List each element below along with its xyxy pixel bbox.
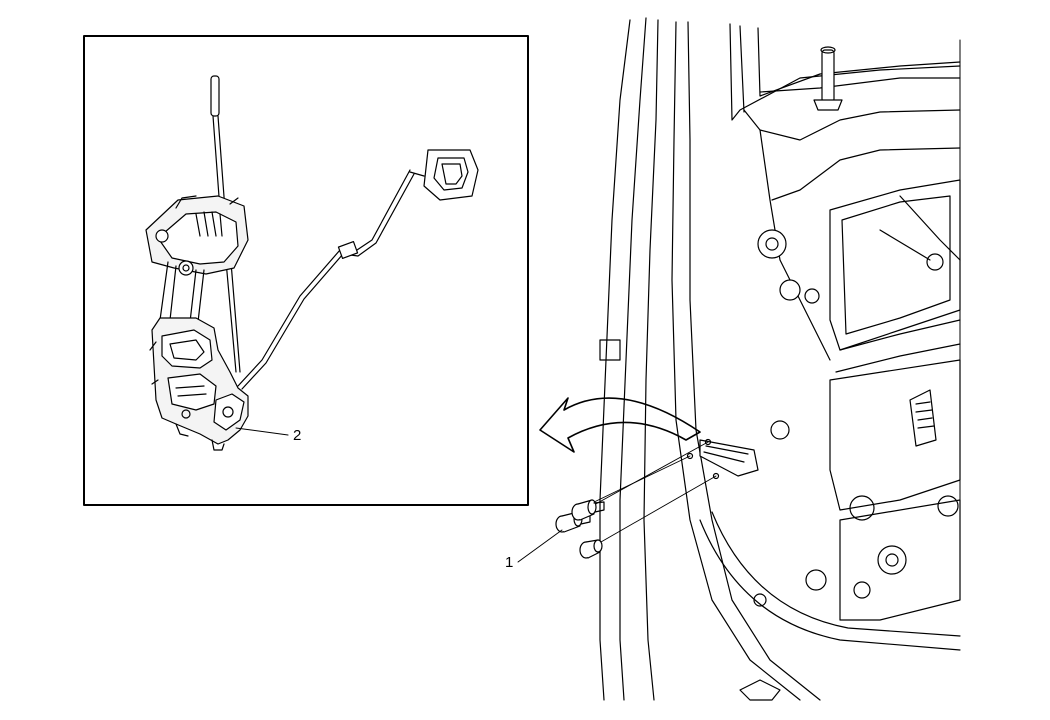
inset-frame [83, 35, 529, 506]
callout-2-leader [235, 427, 289, 436]
latch-screws [517, 441, 717, 563]
callout-2-label: 2 [293, 427, 302, 444]
inside-handle-bracket [145, 195, 249, 323]
inset-detail-view [83, 35, 529, 506]
door-inner-panel [599, 17, 961, 701]
outside-handle [409, 149, 479, 201]
callout-1-leader [517, 529, 563, 563]
door-latch-assembly [149, 317, 249, 451]
outside-handle-cable [237, 169, 415, 390]
screw-lower [579, 539, 603, 559]
lock-rod [210, 75, 241, 373]
callout-1-label: 1 [505, 554, 514, 571]
screw-middle [571, 499, 605, 521]
